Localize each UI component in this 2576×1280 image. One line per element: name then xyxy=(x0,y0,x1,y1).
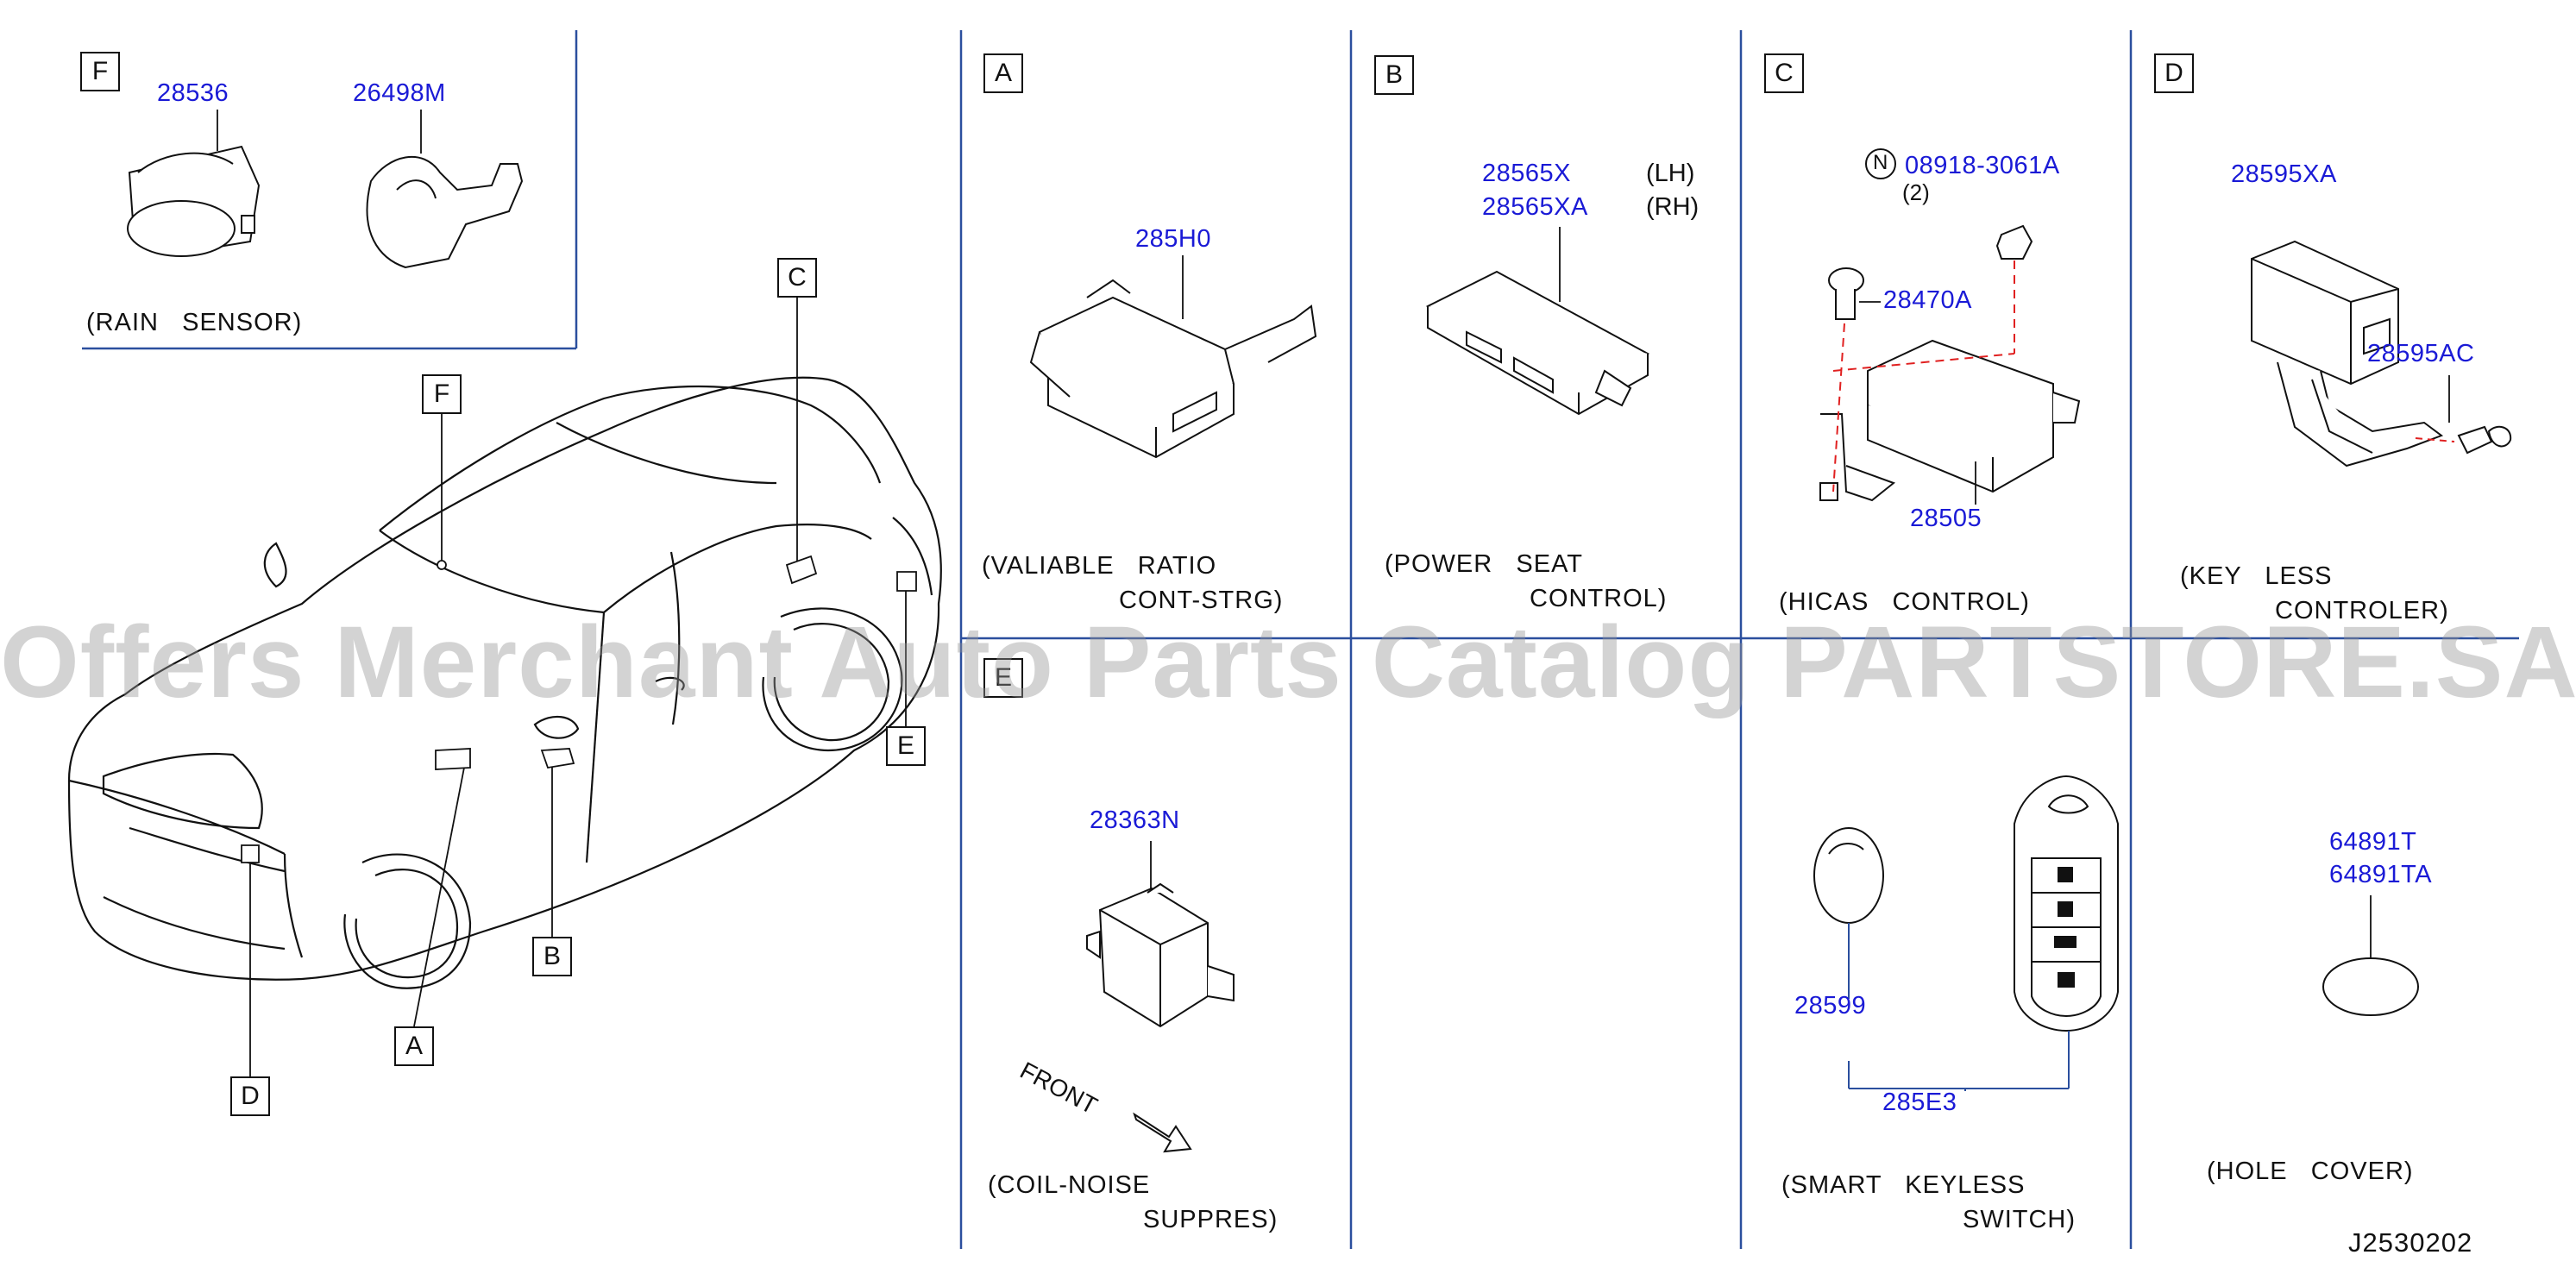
part-number-285E3: 285E3 xyxy=(1882,1089,1957,1116)
section-label-f: F xyxy=(80,52,120,91)
part-number-285H0: 285H0 xyxy=(1135,225,1211,253)
nut-symbol-circle xyxy=(1865,148,1896,179)
caption-b-line2: CONTROL) xyxy=(1530,585,1668,612)
part-number-64891TA: 64891TA xyxy=(2329,861,2433,888)
caption-e-line1: (COIL-NOISE xyxy=(988,1171,1151,1199)
car-callout-d: D xyxy=(230,1076,270,1116)
part-number-28565XA: 28565XA xyxy=(1482,193,1588,221)
part-number-28565X: 28565X xyxy=(1482,160,1571,187)
panel-dividers xyxy=(82,30,2519,1249)
coil-noise-suppressor-part xyxy=(1086,882,1235,1028)
diagram-code: J2530202 xyxy=(2348,1227,2473,1258)
part-number-28599: 28599 xyxy=(1794,992,1867,1020)
part-number-28595AC: 28595AC xyxy=(2367,340,2475,367)
smart-key-button-icons xyxy=(2054,867,2077,988)
rain-sensor-parts xyxy=(127,145,524,269)
caption-rain-sensor: (RAIN SENSOR) xyxy=(86,309,303,336)
smart-key-leaders xyxy=(1848,923,2070,1091)
car-callout-c: C xyxy=(777,258,817,298)
caption-hole-cover: (HOLE COVER) xyxy=(2207,1158,2414,1185)
caption-smart-line2: SWITCH) xyxy=(1963,1206,2077,1233)
hicas-control-parts xyxy=(1819,224,2081,502)
section-label-d: D xyxy=(2154,53,2194,93)
caption-a-line2: CONT-STRG) xyxy=(1119,587,1284,614)
part-number-28363N: 28363N xyxy=(1090,806,1180,834)
car-drawing xyxy=(67,376,942,989)
caption-d-line1: (KEY LESS xyxy=(2180,562,2333,590)
caption-c-line1: (HICAS CONTROL) xyxy=(1779,588,2030,616)
section-label-c: C xyxy=(1764,53,1804,93)
car-part-markers xyxy=(241,555,917,863)
part-number-28505: 28505 xyxy=(1910,505,1982,532)
front-arrow-icon xyxy=(1133,1112,1192,1153)
car-callout-f: F xyxy=(422,374,462,414)
nut-symbol-label: N xyxy=(1873,151,1888,174)
section-label-a: A xyxy=(983,53,1023,93)
part-number-28595XA: 28595XA xyxy=(2231,160,2337,188)
keyless-controller-parts xyxy=(2251,240,2512,467)
part-number-08918-3061A: 08918-3061A xyxy=(1905,152,2060,179)
section-label-b: B xyxy=(1374,55,1414,95)
caption-a-line1: (VALIABLE RATIO xyxy=(982,552,1217,580)
car-leader-lines xyxy=(249,298,907,1076)
car-callout-a: A xyxy=(394,1026,434,1066)
part-number-28470A: 28470A xyxy=(1883,286,1972,314)
caption-e-line2: SUPPRES) xyxy=(1143,1206,1279,1233)
hole-cover-part xyxy=(2322,957,2419,1016)
part-number-28536: 28536 xyxy=(157,79,229,107)
caption-smart-line1: (SMART KEYLESS xyxy=(1781,1171,2026,1199)
section-label-e: E xyxy=(983,658,1023,698)
side-lh: (LH) xyxy=(1646,160,1695,187)
caption-b-line1: (POWER SEAT xyxy=(1385,550,1583,578)
car-callout-e: E xyxy=(886,726,926,766)
caption-d-line2: CONTROLER) xyxy=(2275,597,2449,624)
power-seat-module-part xyxy=(1425,270,1650,416)
steering-ecu-part xyxy=(1029,279,1317,459)
quantity-label: (2) xyxy=(1902,179,1930,205)
screw-dash xyxy=(2415,437,2455,442)
car-callout-b: B xyxy=(532,937,572,976)
hicas-mount-dashes xyxy=(1832,260,2015,493)
part-number-64891T: 64891T xyxy=(2329,828,2417,856)
side-rh: (RH) xyxy=(1646,193,1700,221)
part-number-26498M: 26498M xyxy=(353,79,446,107)
